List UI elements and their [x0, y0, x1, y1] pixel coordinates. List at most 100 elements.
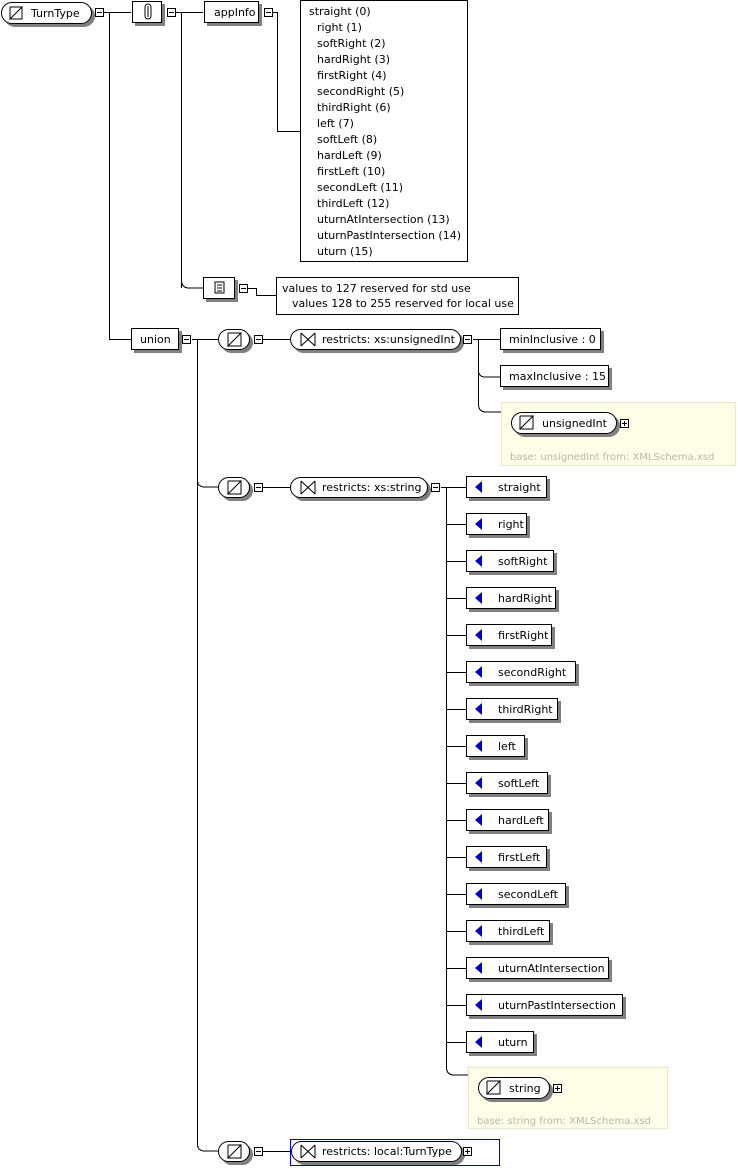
restricts-localturntype-expand[interactable] — [463, 1147, 472, 1156]
member1-collapse-toggle[interactable] — [254, 335, 263, 344]
enumeration-firstRight[interactable]: firstRight — [466, 624, 552, 646]
enumeration-uturnPastIntersection[interactable]: uturnPastIntersection — [466, 994, 623, 1016]
enumeration-softRight[interactable]: softRight — [466, 550, 554, 572]
enumeration-icon — [475, 666, 482, 678]
enumeration-label: firstRight — [498, 629, 549, 642]
restricts-localturntype-frame — [291, 1141, 462, 1162]
enumeration-secondLeft[interactable]: secondLeft — [466, 883, 566, 905]
enumeration-icon — [475, 555, 482, 567]
enumeration-icon — [475, 629, 482, 641]
base-unsignedint-label: unsignedInt — [542, 417, 607, 430]
appinfo-line: softRight (2) — [317, 37, 386, 50]
facet-maxinclusive-label: maxInclusive : 15 — [509, 370, 607, 383]
restricts-string-label: restricts: xs:string — [322, 481, 422, 494]
restricts-localturntype[interactable] — [290, 1139, 500, 1166]
restricts-unsignedint-label: restricts: xs:unsignedInt — [322, 333, 455, 346]
documentation-line-1: values to 127 reserved for std use — [282, 282, 471, 295]
enumeration-thirdRight[interactable]: thirdRight — [466, 698, 558, 720]
appinfo-line: thirdRight (6) — [317, 101, 391, 114]
documentation-line-2: values 128 to 255 reserved for local use — [292, 297, 514, 310]
appinfo-line: softLeft (8) — [317, 133, 378, 146]
appinfo-line: firstLeft (10) — [317, 165, 386, 178]
enumeration-label: secondLeft — [498, 888, 558, 901]
appinfo-line: secondRight (5) — [317, 85, 405, 98]
enumeration-icon — [475, 999, 482, 1011]
enumeration-label: secondRight — [498, 666, 567, 679]
appinfo-line: secondLeft (11) — [317, 181, 404, 194]
restricts-string-toggle[interactable] — [431, 483, 440, 492]
enumeration-hardRight[interactable]: hardRight — [466, 587, 556, 609]
enumeration-left[interactable]: left — [466, 735, 525, 757]
enumeration-label: uturn — [498, 1036, 528, 1049]
documentation-collapse-toggle[interactable] — [239, 284, 248, 293]
enumeration-label: uturnAtIntersection — [498, 962, 605, 975]
member3-simpletype[interactable] — [218, 1141, 250, 1162]
member2-collapse-toggle[interactable] — [254, 483, 263, 492]
enumeration-label: left — [498, 740, 516, 753]
enumeration-icon — [475, 592, 482, 604]
facet-maxinclusive[interactable]: maxInclusive : 15 — [500, 365, 609, 387]
enumeration-label: thirdLeft — [498, 925, 545, 938]
enumeration-thirdLeft[interactable]: thirdLeft — [466, 920, 550, 942]
facet-mininclusive[interactable]: minInclusive : 0 — [500, 328, 601, 350]
appinfo-label: appInfo — [214, 6, 256, 19]
enumeration-icon — [475, 703, 482, 715]
union-label: union — [140, 333, 171, 346]
appinfo-line: uturnAtIntersection (13) — [317, 213, 450, 226]
enumeration-label: right — [498, 518, 524, 531]
enumeration-label: firstLeft — [498, 851, 541, 864]
documentation-icon — [214, 281, 225, 294]
appinfo-line: thirdLeft (12) — [317, 197, 390, 210]
appinfo-collapse-toggle[interactable] — [264, 8, 273, 17]
restricts-unsignedint[interactable] — [290, 329, 461, 350]
enumeration-straight[interactable]: straight — [466, 476, 547, 498]
enumeration-label: softLeft — [498, 777, 540, 790]
restricts-unsignedint-toggle[interactable] — [463, 335, 472, 344]
annotation-icon — [144, 3, 152, 20]
root-simpletype[interactable]: TurnType — [1, 2, 92, 24]
enumeration-label: uturnPastIntersection — [498, 999, 616, 1012]
member1-simpletype[interactable] — [218, 329, 250, 350]
enumeration-uturn[interactable]: uturn — [466, 1031, 534, 1053]
appinfo-line: firstRight (4) — [317, 69, 387, 82]
annotation-collapse-toggle[interactable] — [167, 8, 176, 17]
facet-mininclusive-label: minInclusive : 0 — [509, 333, 596, 346]
enumeration-icon — [475, 851, 482, 863]
restricts-localturntype-label: restricts: local:TurnType — [322, 1145, 452, 1158]
enumeration-label: thirdRight — [498, 703, 553, 716]
enumeration-icon — [475, 962, 482, 974]
union-collapse-toggle[interactable] — [182, 335, 191, 344]
base-unsignedint-expand[interactable] — [620, 419, 629, 428]
enumeration-secondRight[interactable]: secondRight — [466, 661, 576, 683]
enumeration-icon — [475, 888, 482, 900]
enumeration-label: hardLeft — [498, 814, 544, 827]
enumeration-uturnAtIntersection[interactable]: uturnAtIntersection — [466, 957, 609, 979]
enumeration-label: straight — [498, 481, 541, 494]
base-string-note: base: string from: XMLSchema.xsd — [477, 1116, 651, 1127]
enumeration-label: hardRight — [498, 592, 552, 605]
enumeration-softLeft[interactable]: softLeft — [466, 772, 548, 794]
enumeration-icon — [475, 925, 482, 937]
appinfo-line: hardLeft (9) — [317, 149, 382, 162]
base-unsignedint-panel: unsignedInt base: unsignedInt from: XMLS… — [501, 402, 736, 466]
enumeration-icon — [475, 814, 482, 826]
enumeration-icon — [475, 740, 482, 752]
enumeration-hardLeft[interactable]: hardLeft — [466, 809, 549, 831]
appinfo-line: uturn (15) — [317, 245, 373, 258]
appinfo-line: uturnPastIntersection (14) — [317, 229, 461, 242]
documentation-node[interactable] — [203, 277, 235, 299]
appinfo-line: left (7) — [317, 117, 354, 130]
member2-simpletype[interactable] — [218, 477, 250, 498]
root-collapse-toggle[interactable] — [95, 8, 104, 17]
restricts-string[interactable] — [290, 477, 428, 498]
base-string-expand[interactable] — [553, 1084, 562, 1093]
member3-collapse-toggle[interactable] — [254, 1147, 263, 1156]
enumeration-right[interactable]: right — [466, 513, 527, 535]
enumeration-icon — [475, 481, 482, 493]
annotation-node[interactable] — [132, 1, 162, 23]
appinfo-node[interactable]: appInfo — [204, 1, 259, 23]
enumeration-firstLeft[interactable]: firstLeft — [466, 846, 547, 868]
base-unsignedint-node[interactable] — [511, 412, 617, 434]
union-node[interactable]: union — [131, 328, 179, 350]
